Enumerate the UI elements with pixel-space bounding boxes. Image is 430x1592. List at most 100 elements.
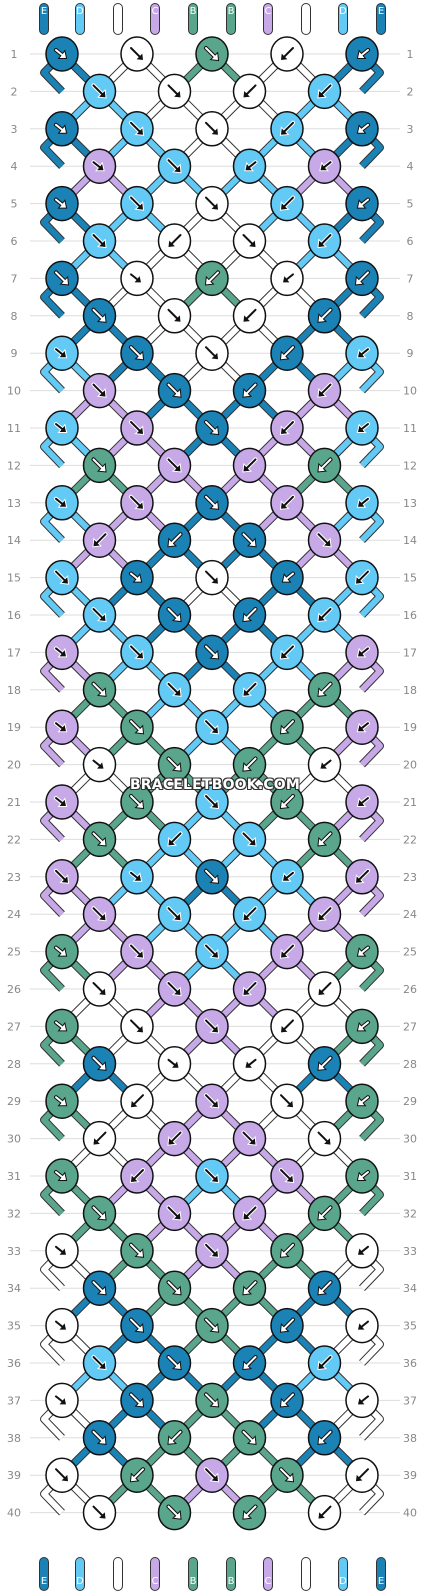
arrow-shaft [246,1356,257,1367]
knot-6-2 [157,223,192,259]
arrow-head [59,1323,66,1330]
row-number-left: 5 [11,198,18,211]
arrow-shaft [321,1505,332,1517]
top-strand-label: E [41,6,47,17]
row-number-right: 10 [403,385,417,398]
knot-31-3 [195,1158,229,1194]
arrow-shaft [92,161,101,169]
arrow-shaft [92,1430,103,1442]
arrow-shaft [246,907,257,918]
row-number-right: 1 [407,48,414,61]
row-number-right: 8 [407,310,414,323]
knot-4-4 [307,148,342,184]
arrow-shaft [242,832,253,843]
row-number-left: 16 [7,609,21,622]
arrow-head [99,1063,106,1070]
knot-1-2 [120,36,154,72]
arrow-head [318,1287,325,1295]
top-strand-label: A [303,6,310,17]
arrow-head [281,1400,288,1407]
arrow-head [136,502,143,509]
arrow-shaft [317,1131,328,1143]
arrow-head [99,689,106,696]
arrow-head [318,1063,325,1070]
arrow-shaft [55,123,64,131]
row-number-right: 23 [403,871,417,884]
arrow-head [97,762,104,769]
arrow-shaft [317,533,328,544]
arrow-shaft [360,797,369,804]
bottom-strand-label: E [378,1576,384,1587]
arrow-head [211,1400,218,1407]
knot-9-5 [345,335,379,371]
arrow-shaft [167,682,178,694]
row-number-left: 33 [7,1245,21,1258]
arrow-head [174,913,181,921]
knot-7-1 [45,260,79,297]
row-number-right: 7 [407,272,414,285]
knot-38-3 [232,1420,267,1456]
row-number-right: 29 [403,1095,417,1108]
arrow-shaft [205,645,216,656]
knot-30-3 [232,1120,267,1157]
arrow-head [59,425,66,432]
arrow-shaft [167,159,178,170]
knot-23-1 [45,859,79,895]
row-number-right: 5 [407,198,414,211]
arrow-head [243,1362,250,1369]
arrow-shaft [167,1206,178,1217]
arrow-shaft [205,47,216,58]
arrow-head [243,1512,250,1519]
row-number-left: 23 [7,871,21,884]
knot-37-3 [195,1382,229,1419]
knot-17-4 [270,634,304,671]
arrow-head [174,764,181,771]
arrow-head [243,390,250,397]
arrow-head [99,315,106,322]
row-number-left: 36 [7,1357,21,1370]
arrow-shaft [133,1468,144,1479]
arrow-head [318,1512,325,1519]
knot-31-4 [270,1158,304,1194]
arrow-head [172,1061,179,1068]
arrow-head [243,913,250,921]
arrow-shaft [92,458,103,469]
arrow-shaft [283,47,294,58]
arrow-head [283,276,290,283]
arrow-shaft [321,1356,332,1367]
knot-13-3 [195,485,229,521]
arrow-shaft [130,1243,141,1255]
arrow-shaft [358,271,369,282]
arrow-shaft [205,121,216,133]
knot-36-2 [157,1345,192,1381]
knot-35-2 [120,1307,154,1344]
knot-35-5 [345,1307,379,1344]
row-number-right: 32 [403,1207,417,1220]
arrow-head [59,799,66,806]
knot-15-3 [195,559,229,596]
row-number-right: 9 [407,347,414,360]
arrow-shaft [321,234,332,245]
knot-25-4 [270,933,304,970]
arrow-head [59,126,66,133]
arrow-head [211,1100,218,1108]
arrow-head [99,839,106,846]
arrow-head [249,539,256,547]
bottom-strand-label: B [228,1576,235,1587]
knot-35-3 [195,1307,229,1344]
arrow-head [358,500,365,507]
arrow-head [320,163,327,171]
knot-3-3 [195,111,229,147]
knot-5-2 [120,185,154,222]
arrow-shaft [321,458,332,469]
top-strand-label: C [265,6,272,17]
top-strand-label: E [378,6,384,17]
bottom-strand-label: C [265,1576,272,1587]
arrow-head [281,203,288,210]
knot-1-1 [45,36,79,72]
arrow-shaft [248,1058,257,1066]
row-number-right: 18 [403,684,417,697]
knot-34-1 [82,1270,117,1306]
arrow-shaft [321,1281,332,1292]
